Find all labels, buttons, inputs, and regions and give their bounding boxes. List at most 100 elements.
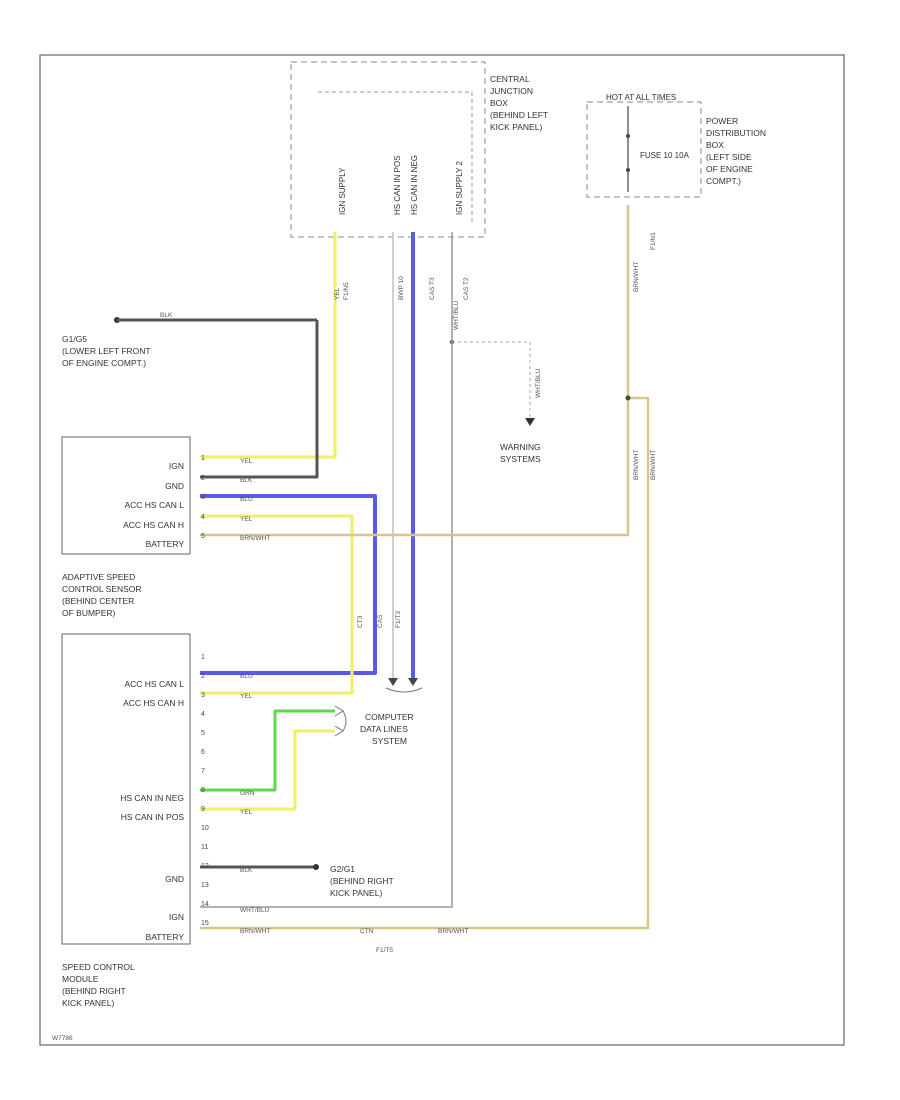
module-name-14: IGN — [169, 912, 184, 922]
pdb-circ: F1/N1 — [650, 232, 657, 250]
wire-yel-ign — [200, 232, 337, 459]
cjb-desc-3: BOX — [490, 98, 508, 108]
wlab-blu-1: BLU — [240, 496, 253, 503]
sensor-pin-2: 2 — [201, 475, 205, 482]
sensor-row-3-name: ACC HS CAN L — [124, 500, 184, 510]
wlab-yel-2: YEL — [240, 516, 253, 523]
wlab-inline3b: F1/T5 — [376, 947, 393, 954]
cjb-circ-3: CAS T3 — [429, 277, 436, 300]
wire-blk-gnd — [200, 320, 319, 479]
sensor-name-2: CONTROL SENSOR — [62, 584, 142, 594]
module-name-9: HS CAN IN POS — [121, 812, 185, 822]
wires — [200, 205, 650, 930]
ground-g1-g5: BLK G1/G5 (LOWER LEFT FRONT OF ENGINE CO… — [62, 312, 317, 368]
speed-control-sensor: IGN GND ACC HS CAN L ACC HS CAN H BATTER… — [61, 436, 205, 618]
module-label-1: SPEED CONTROL — [62, 962, 135, 972]
wire-yel-cdl — [200, 729, 335, 811]
module-pin-2: 2 — [201, 673, 205, 680]
cjb-desc-4: (BEHIND LEFT — [490, 110, 548, 120]
diagram-frame — [39, 54, 845, 1046]
wlab-blu-2: BLU — [240, 673, 253, 680]
ground-desc-2: OF ENGINE COMPT.) — [62, 358, 146, 368]
wlab-yel-1: YEL — [240, 458, 253, 465]
module-name-8: HS CAN IN NEG — [120, 793, 184, 803]
wlab-brn-1: BRN/WHT — [240, 535, 270, 542]
sensor-row-2-name: GND — [165, 481, 184, 491]
sensor-name-3: (BEHIND CENTER — [62, 596, 134, 606]
wlab-brn-3: BRN/WHT — [438, 928, 468, 935]
cjb-circ-2: BWP 10 — [398, 276, 405, 300]
module-pin-5: 5 — [201, 730, 205, 737]
module-pin-1: 1 — [201, 654, 205, 661]
sensor-row-4-name: ACC HS CAN H — [123, 520, 184, 530]
cdl-line2: DATA LINES — [360, 724, 408, 734]
cjb-desc-1: CENTRAL — [490, 74, 530, 84]
module-label-2: MODULE — [62, 974, 99, 984]
module-pin-9: 9 — [201, 806, 205, 813]
wlab-brn-v1: BRN/WHT — [633, 262, 640, 292]
pdb-hot-label: HOT AT ALL TIMES — [606, 93, 676, 102]
wlab-whtblu-v: WHT/BLU — [453, 300, 460, 330]
pdb-desc-5: OF ENGINE — [706, 164, 753, 174]
module-name-15: BATTERY — [146, 932, 185, 942]
cjb-pin-hs-neg: HS CAN IN NEG — [410, 155, 419, 215]
sensor-pin-4: 4 — [201, 514, 205, 521]
module-pin-11: 11 — [201, 844, 208, 851]
module-pin-7: 7 — [201, 768, 205, 775]
wlab-yel-v: YEL — [334, 287, 341, 300]
pdb-desc-3: BOX — [706, 140, 724, 150]
module-name-12: GND — [165, 874, 184, 884]
power-distribution-box: HOT AT ALL TIMES FUSE 10 10A POWER DISTR… — [586, 93, 766, 250]
speed-control-module: 1 2 3 4 5 6 7 8 9 10 11 12 13 14 15 ACC … — [61, 633, 209, 1008]
module-pin-6: 6 — [201, 749, 205, 756]
wlab-whtblu: WHT/BLU — [240, 907, 270, 914]
g2-desc-2: KICK PANEL) — [330, 888, 382, 898]
wire-grn-cdl — [200, 709, 335, 792]
module-pin-8: 8 — [201, 787, 205, 794]
wire-yel-canh — [200, 514, 354, 695]
warning-systems: WHT/BLU WARNING SYSTEMS — [450, 340, 542, 464]
module-pin-15: 15 — [201, 920, 209, 927]
module-pin-12: 12 — [201, 863, 209, 870]
pdb-desc-6: COMPT.) — [706, 176, 741, 186]
wlab-brn-2: BRN/WHT — [240, 928, 270, 935]
cdl-line3: SYSTEM — [372, 736, 407, 746]
cjb-circ-4: CAS T2 — [463, 277, 470, 300]
wlab-yel-3: YEL — [240, 693, 253, 700]
cjb-pin-ign: IGN SUPPLY — [338, 167, 347, 215]
sensor-name-1: ADAPTIVE SPEED — [62, 572, 135, 582]
sensor-pin-3: 3 — [201, 494, 205, 501]
wlab-inline1b: CAS — [377, 614, 384, 628]
module-label-3: (BEHIND RIGHT — [62, 986, 126, 996]
warning-line2: SYSTEMS — [500, 454, 541, 464]
module-pin-14: 14 — [201, 901, 209, 908]
cjb-circ-1: F1/N5 — [343, 282, 350, 300]
module-label-4: KICK PANEL) — [62, 998, 114, 1008]
cjb-desc-5: KICK PANEL) — [490, 122, 542, 132]
central-junction-box: CENTRAL JUNCTION BOX (BEHIND LEFT KICK P… — [290, 61, 548, 300]
wire-blu-canl — [200, 494, 377, 675]
cdl-line1: COMPUTER — [365, 712, 414, 722]
sensor-name-4: OF BUMPER) — [62, 608, 116, 618]
pdb-desc-4: (LEFT SIDE — [706, 152, 752, 162]
pdb-desc-1: POWER — [706, 116, 738, 126]
footer-code: W7786 — [52, 1035, 73, 1042]
module-name-2: ACC HS CAN L — [124, 679, 184, 689]
wlab-inline3: CTN — [360, 928, 374, 935]
sensor-pin-1: 1 — [201, 455, 205, 462]
cjb-desc-2: JUNCTION — [490, 86, 533, 96]
g2-desc-1: (BEHIND RIGHT — [330, 876, 394, 886]
wlab-grn: GRN — [240, 790, 255, 797]
wlab-yel-4: YEL — [240, 809, 253, 816]
wire-brn-sensor — [200, 205, 630, 537]
module-pin-3: 3 — [201, 692, 205, 699]
sensor-pin-5: 5 — [201, 533, 205, 540]
module-name-3: ACC HS CAN H — [123, 698, 184, 708]
wire-whtblu-ign — [200, 232, 453, 908]
warning-wire-color: WHT/BLU — [535, 368, 542, 398]
g2-label: G2/G1 — [330, 864, 355, 874]
module-pin-4: 4 — [201, 711, 205, 718]
module-pin-13: 13 — [201, 882, 209, 889]
wlab-brn-v2: BRN/WHT — [633, 450, 640, 480]
